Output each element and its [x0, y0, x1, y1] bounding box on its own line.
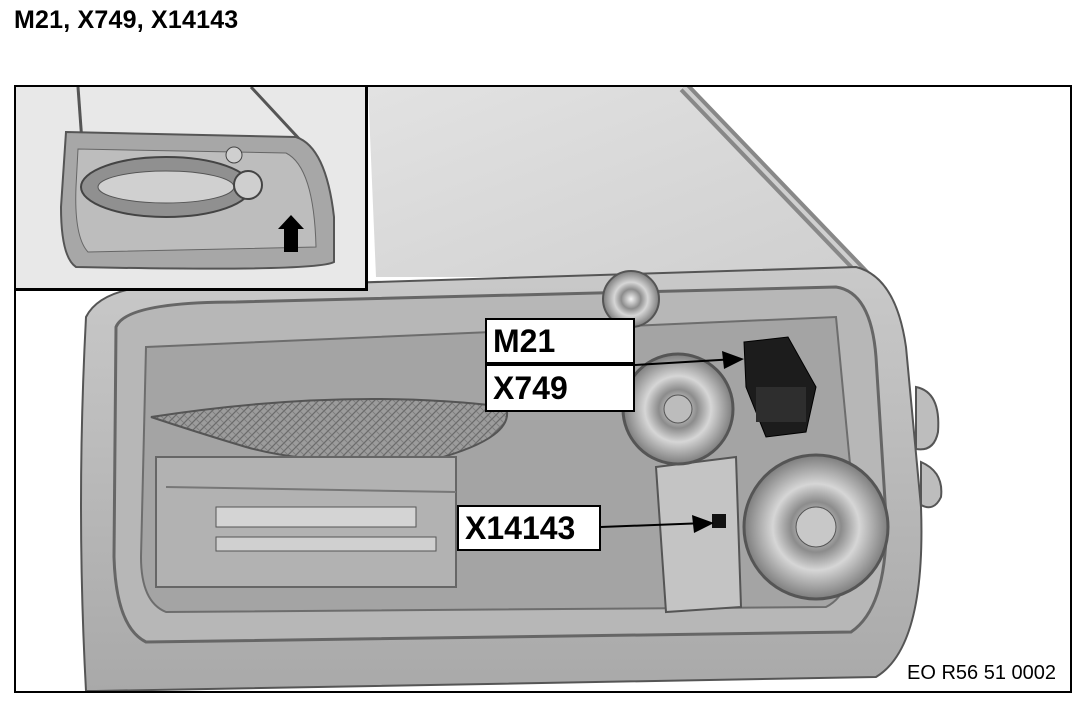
callout-label-m21: M21 [485, 318, 635, 364]
door-diagram-figure: M21 X749 X14143 EO R56 51 0002 [14, 85, 1072, 693]
callout-label-x14143: X14143 [457, 505, 601, 551]
pointer-m21 [634, 358, 737, 366]
connector-x14143 [712, 514, 726, 528]
inset-illustration [16, 87, 365, 288]
trim-hatch [150, 398, 509, 463]
arrow-up-icon [278, 215, 304, 252]
pointer-x14143 [600, 522, 707, 528]
page-title: M21, X749, X14143 [14, 6, 239, 34]
door-illustration [80, 87, 943, 691]
callout-label-x749: X749 [485, 364, 635, 412]
window-glass [368, 87, 866, 277]
inset-detail [16, 87, 368, 291]
document-code: EO R56 51 0002 [907, 662, 1056, 684]
